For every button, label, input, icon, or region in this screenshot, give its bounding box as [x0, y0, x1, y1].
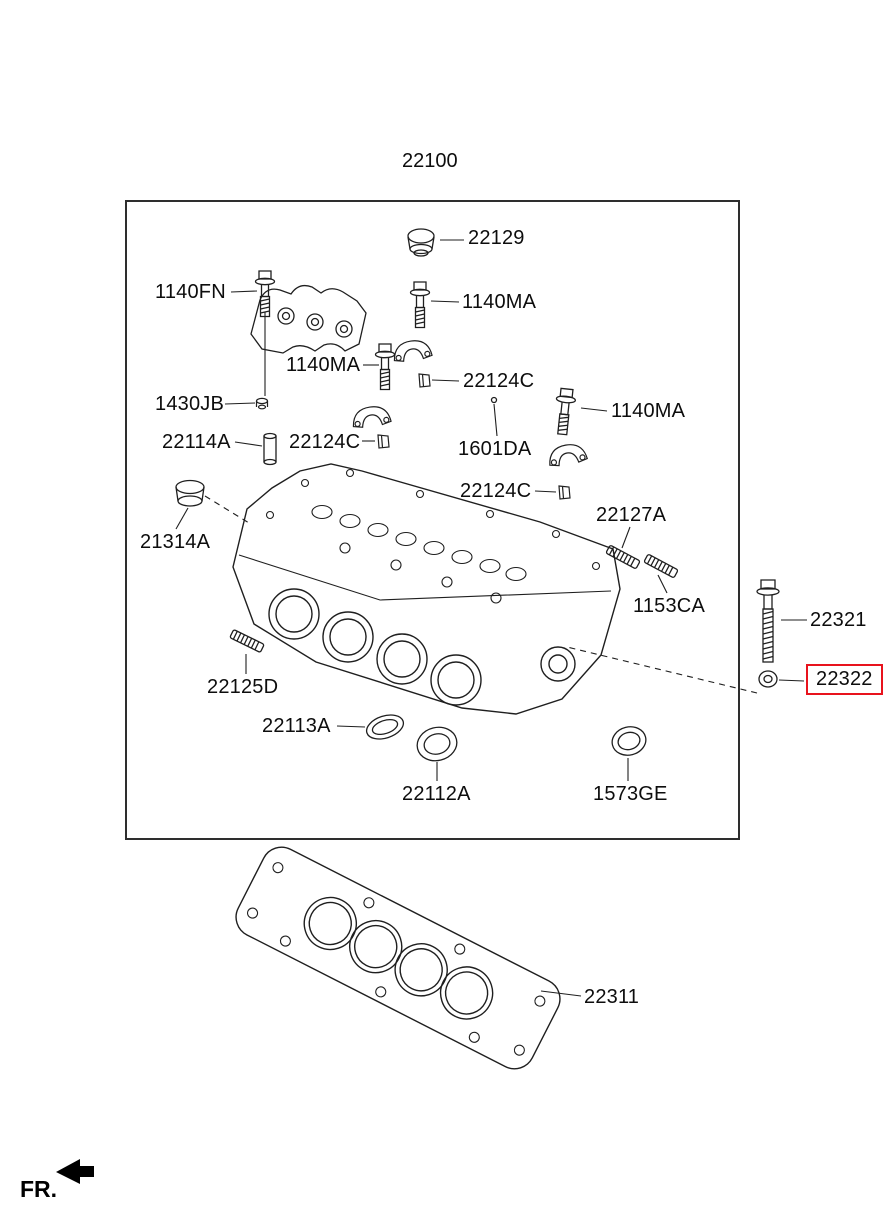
front-direction-arrow-icon [56, 1159, 94, 1184]
assembly-bounding-box [125, 200, 740, 840]
part-label-1140ma-3[interactable]: 1140MA [611, 400, 686, 422]
part-label-1140fn[interactable]: 1140FN [155, 281, 226, 303]
dashed-guides [204, 495, 758, 694]
part-label-22124c-2[interactable]: 22124C [289, 431, 361, 453]
head-gasket-drawing [235, 846, 561, 1070]
part-label-1140ma-1[interactable]: 1140MA [462, 291, 537, 313]
part-label-22124c-1[interactable]: 22124C [463, 370, 535, 392]
gasket-22113a-drawing [365, 714, 405, 740]
cylinder-head-drawing [232, 463, 621, 715]
part-label-1573ge[interactable]: 1573GE [593, 783, 668, 805]
part-label-21314a[interactable]: 21314A [140, 531, 211, 553]
part-label-22125d[interactable]: 22125D [207, 676, 279, 698]
assembly-label-22100[interactable]: 22100 [402, 150, 458, 172]
cam-carrier-drawing [250, 284, 367, 354]
valve-guide-22114a-drawing [263, 432, 277, 466]
seal-22112a-drawing [416, 726, 458, 762]
front-direction-label: FR. [20, 1176, 58, 1202]
part-label-1430jb[interactable]: 1430JB [155, 393, 225, 415]
part-label-22321[interactable]: 22321 [810, 609, 867, 631]
cap-1573ge-drawing [611, 726, 647, 756]
part-label-1153ca[interactable]: 1153CA [633, 595, 705, 617]
part-label-22112a[interactable]: 22112A [402, 783, 471, 805]
washer-22322-drawing [758, 670, 778, 688]
plug-22129-drawing [407, 228, 435, 257]
part-label-22129[interactable]: 22129 [468, 227, 525, 249]
bolt-22321-drawing [756, 579, 780, 663]
cap-21314a-drawing [175, 479, 205, 507]
leader-lines [175, 239, 807, 997]
seat-1430jb-drawing [255, 397, 269, 410]
part-label-1601da[interactable]: 1601DA [458, 438, 532, 460]
part-label-22311[interactable]: 22311 [584, 986, 640, 1008]
part-label-22114a[interactable]: 22114A [162, 431, 231, 453]
part-label-22113a[interactable]: 22113A [262, 715, 331, 737]
part-label-22322-highlighted[interactable]: 22322 [806, 664, 883, 695]
part-label-22127a[interactable]: 22127A [596, 504, 667, 526]
dowel-1601da-drawing [490, 396, 498, 404]
part-label-22124c-3[interactable]: 22124C [460, 480, 532, 502]
part-label-1140ma-2[interactable]: 1140MA [286, 354, 361, 376]
